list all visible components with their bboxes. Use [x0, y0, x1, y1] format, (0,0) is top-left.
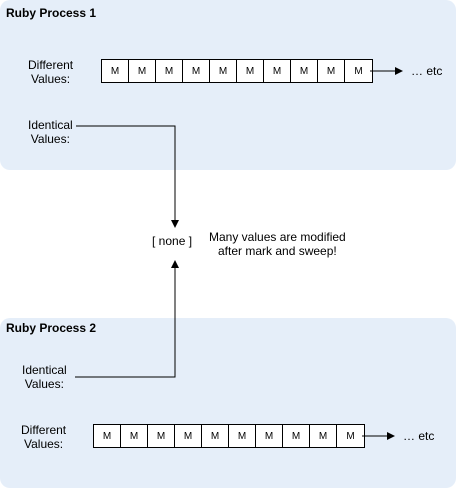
label-line: Values: — [24, 437, 64, 451]
label-line: Values: — [31, 72, 71, 86]
memory-cell: M — [318, 60, 345, 82]
label-line: Values: — [30, 132, 70, 146]
process-1-identical-to-none-arrow — [76, 125, 179, 228]
memory-cell: M — [129, 60, 156, 82]
memory-cell: M — [202, 425, 229, 447]
memory-cell: M — [102, 60, 129, 82]
memory-cell: M — [121, 425, 148, 447]
memory-cell: M — [183, 60, 210, 82]
process-2-identical-to-none-arrow — [75, 260, 179, 378]
memory-cell: M — [229, 425, 256, 447]
memory-cell: M — [94, 425, 121, 447]
memory-cell: M — [148, 425, 175, 447]
memory-cell: M — [264, 60, 291, 82]
memory-cell: M — [346, 430, 355, 442]
process-2-different-values-label: Different Values: — [21, 423, 66, 451]
label-line: Identical — [28, 118, 73, 132]
label-line: Identical — [22, 363, 67, 377]
process-2-identical-values-label: Identical Values: — [22, 363, 67, 391]
process-1-title: Ruby Process 1 — [6, 6, 97, 20]
ruby-process-2-panel: Ruby Process 2 — [0, 318, 456, 488]
memory-cell: M — [291, 60, 318, 82]
process-2-title: Ruby Process 2 — [6, 321, 97, 335]
label-line: Different — [28, 58, 74, 72]
memory-cell: M — [310, 425, 337, 447]
label-line: Values: — [24, 377, 64, 391]
mark-and-sweep-note: Many values are modified after mark and … — [209, 230, 346, 258]
process-1-etc-label: … etc — [411, 64, 443, 78]
label-line: Different — [21, 423, 67, 437]
memory-cell: M — [156, 60, 183, 82]
memory-cell: M — [175, 425, 202, 447]
none-label: [ none ] — [152, 234, 193, 248]
process-2-etc-label: … etc — [403, 429, 435, 443]
ruby-process-1-panel: Ruby Process 1 — [0, 0, 456, 170]
memory-cell: M — [256, 425, 283, 447]
memory-cell: M — [354, 65, 363, 77]
memory-cell: M — [237, 60, 264, 82]
memory-cell: M — [210, 60, 237, 82]
process-1-identical-values-label: Identical Values: — [28, 118, 73, 146]
note-line: Many values are modified — [209, 230, 346, 244]
memory-cell: M — [283, 425, 310, 447]
note-line: after mark and sweep! — [218, 244, 337, 258]
process-1-different-values-label: Different Values: — [28, 58, 73, 86]
